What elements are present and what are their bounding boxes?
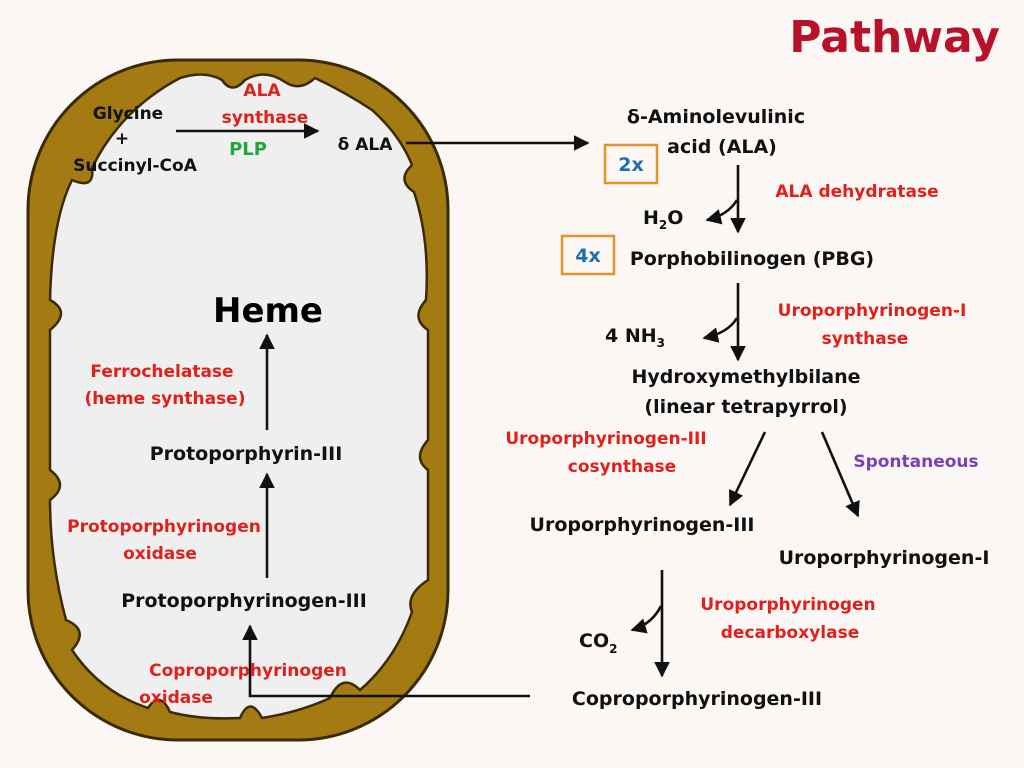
uroporphyrinogen-iii-label: Uroporphyrinogen-III — [530, 514, 755, 536]
multiplier-box-4x — [560, 234, 616, 276]
co2-release-arrow — [630, 605, 663, 634]
ferrochelatase-label-2: (heme synthase) — [85, 389, 246, 409]
coprox-label-1: Coproporphyrinogen — [149, 661, 347, 681]
ala-label-1: δ-Aminolevulinic — [627, 106, 805, 128]
hmb-label-1: Hydroxymethylbilane — [631, 366, 860, 388]
ala-synthase-label-1: ALA — [243, 81, 281, 101]
uro3-cosynthase-arrow — [728, 431, 767, 507]
pbg-label: Porphobilinogen (PBG) — [630, 248, 874, 270]
ala-synthase-label-2: synthase — [222, 108, 309, 128]
succinyl-coa-label: Succinyl-CoA — [73, 156, 198, 176]
ammonia-release-arrow — [702, 317, 739, 343]
coproporphyrinogen-iii-label: Coproporphyrinogen-III — [572, 688, 822, 710]
mitochondrion-inner-space — [48, 73, 430, 720]
protoporphyrin-iii-label: Protoporphyrin-III — [150, 443, 343, 465]
protox-label-2: oxidase — [123, 544, 197, 564]
uro3-cosynthase-label-2: cosynthase — [568, 457, 676, 477]
uro1-synthase-label-1: Uroporphyrinogen-I — [778, 301, 967, 321]
spontaneous-label: Spontaneous — [853, 452, 978, 472]
uro-decarboxylase-label-2: decarboxylase — [721, 623, 859, 643]
delta-ala-label: δ ALA — [338, 135, 394, 155]
protox-label-1: Protoporphyrinogen — [67, 517, 261, 537]
water-label: H2O — [643, 207, 683, 232]
hmb-label-2: (linear tetrapyrrol) — [644, 396, 847, 418]
multiplier-box-2x — [603, 143, 659, 185]
protoporphyrinogen-iii-label: Protoporphyrinogen-III — [121, 590, 367, 612]
ala-label-2: acid (ALA) — [667, 136, 777, 158]
heme-label: Heme — [213, 291, 323, 331]
plus-sign: + — [115, 129, 129, 149]
ala-dehydratase-label: ALA dehydratase — [775, 182, 938, 202]
uroporphyrinogen-i-label: Uroporphyrinogen-I — [779, 547, 990, 569]
multiplier-2x: 2x — [618, 154, 643, 176]
uro1-synthase-label-2: synthase — [822, 329, 909, 349]
glycine-label: Glycine — [93, 104, 163, 124]
page-title: Pathway — [789, 12, 1000, 63]
water-release-arrow — [705, 199, 739, 225]
uro3-cosynthase-label-1: Uroporphyrinogen-III — [505, 429, 706, 449]
spontaneous-arrow — [820, 431, 860, 518]
coprox-label-2: oxidase — [139, 688, 213, 708]
multiplier-4x: 4x — [575, 245, 600, 267]
plp-cofactor-label: PLP — [229, 139, 267, 160]
coprox-arrow — [242, 624, 530, 698]
uro-decarboxylase-label-1: Uroporphyrinogen — [700, 595, 875, 615]
ammonia-label: 4 NH3 — [605, 325, 665, 350]
ferrochelatase-label-1: Ferrochelatase — [90, 362, 233, 382]
co2-label: CO2 — [579, 630, 617, 656]
